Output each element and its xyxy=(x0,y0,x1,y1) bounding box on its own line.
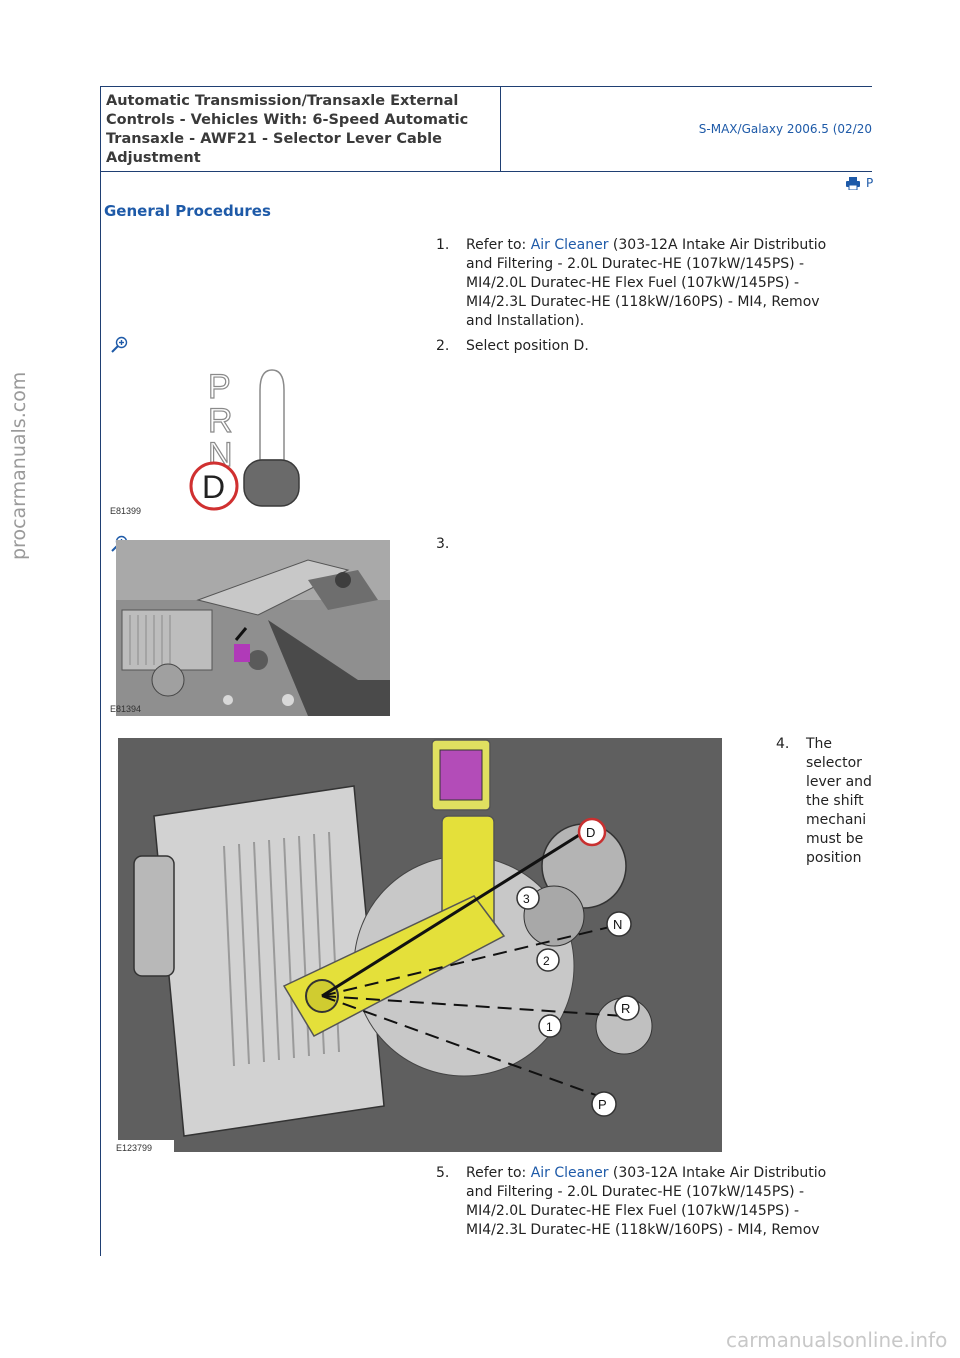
figure-shift-mechanism: D N R P 3 2 1 E123799 xyxy=(114,736,726,1156)
step-3: 3. xyxy=(436,535,872,557)
step-text: MI4/2.3L Duratec-HE (118kW/160PS) - MI4,… xyxy=(466,1222,820,1238)
figure-id: E81394 xyxy=(110,704,141,714)
step-number: 4. xyxy=(776,736,790,752)
step-number: 3. xyxy=(436,536,450,552)
header-top-rule xyxy=(100,86,872,87)
marker-label: P xyxy=(598,1097,607,1112)
step-text: position xyxy=(806,850,862,866)
step-text: MI4/2.0L Duratec-HE Flex Fuel (107kW/145… xyxy=(466,275,800,291)
header-separator xyxy=(500,86,501,172)
air-cleaner-link[interactable]: Air Cleaner xyxy=(530,237,609,253)
refer-prefix: Refer to: xyxy=(466,237,531,253)
marker-label: 1 xyxy=(546,1020,553,1034)
refer-prefix: Refer to: xyxy=(466,1165,531,1181)
step-text: MI4/2.3L Duratec-HE (118kW/160PS) - MI4,… xyxy=(466,294,820,310)
step-text: and Installation). xyxy=(466,313,585,329)
step-4: 4. The selector lever and the shift mech… xyxy=(776,735,872,875)
header-bottom-rule xyxy=(100,171,872,172)
gate-letter: D xyxy=(202,469,225,505)
step-text: (303-12A Intake Air Distributio xyxy=(608,1165,827,1181)
step-5: 5. Refer to: Air Cleaner (303-12A Intake… xyxy=(436,1164,872,1244)
step-text: The xyxy=(806,736,833,752)
figure-cable-location: E81394 xyxy=(108,540,392,718)
page-title: Automatic Transmission/Transaxle Externa… xyxy=(106,93,469,166)
printer-icon xyxy=(846,176,860,190)
step-text: selector xyxy=(806,755,862,771)
side-watermark: procarmanuals.com xyxy=(8,371,30,560)
step-text: (303-12A Intake Air Distributio xyxy=(608,237,827,253)
step-text: Select position D. xyxy=(466,338,589,354)
step-number: 1. xyxy=(436,237,450,253)
figure-id: E123799 xyxy=(116,1143,152,1153)
step-text: and Filtering - 2.0L Duratec-HE (107kW/1… xyxy=(466,256,805,272)
marker-label: R xyxy=(621,1001,630,1016)
section-title: General Procedures xyxy=(104,202,271,220)
left-margin-rule xyxy=(100,86,101,1256)
bottom-watermark: carmanualsonline.info xyxy=(726,1328,948,1352)
print-link[interactable]: P xyxy=(846,176,873,190)
step-text: mechani xyxy=(806,812,867,828)
air-cleaner-link[interactable]: Air Cleaner xyxy=(530,1165,609,1181)
figure-id: E81399 xyxy=(110,506,141,516)
step-number: 5. xyxy=(436,1165,450,1181)
marker-label: N xyxy=(613,917,622,932)
step-text: lever and xyxy=(806,774,872,790)
step-number: 2. xyxy=(436,338,450,354)
marker-label: 2 xyxy=(543,954,550,968)
gate-letter: R xyxy=(208,402,233,440)
step-2: 2. Select position D. xyxy=(436,337,872,359)
step-text: the shift xyxy=(806,793,864,809)
position-markers: D N R P 3 2 1 xyxy=(516,817,640,1117)
step-text: and Filtering - 2.0L Duratec-HE (107kW/1… xyxy=(466,1184,805,1200)
gate-letter: P xyxy=(208,368,231,406)
zoom-in-icon[interactable] xyxy=(110,336,128,354)
marker-label: D xyxy=(586,825,595,840)
model-label: S-MAX/Galaxy 2006.5 (02/20 xyxy=(698,122,872,136)
selector-gate: P R N D xyxy=(189,367,239,511)
selector-lever xyxy=(243,369,300,507)
step-text: MI4/2.0L Duratec-HE Flex Fuel (107kW/145… xyxy=(466,1203,800,1219)
step-1: 1. Refer to: Air Cleaner (303-12A Intake… xyxy=(436,236,872,336)
marker-label: 3 xyxy=(523,892,530,906)
figure-selector-positions: P R N D E81399 xyxy=(108,360,358,520)
step-text: must be xyxy=(806,831,864,847)
print-label: P xyxy=(866,176,874,190)
